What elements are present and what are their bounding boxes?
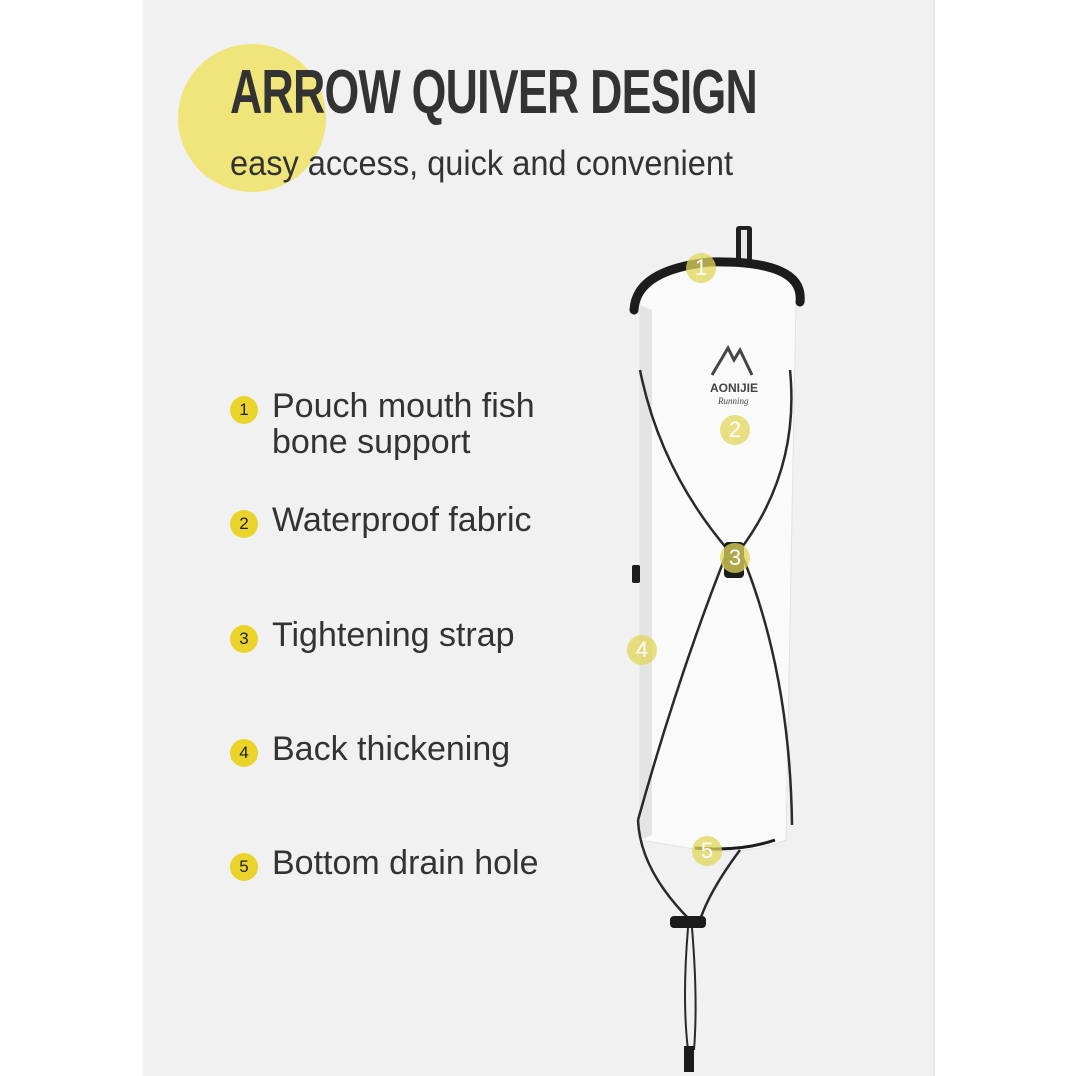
callout-marker: 2: [720, 415, 750, 445]
decorative-yellow-circle: [178, 44, 326, 192]
feature-item: 4 Back thickening: [230, 731, 510, 767]
callout-marker: 4: [627, 635, 657, 665]
number-badge: 2: [230, 510, 258, 538]
page-subtitle: easy access, quick and convenient: [230, 144, 734, 183]
feature-item: 3 Tightening strap: [230, 617, 515, 653]
callout-marker: 3: [720, 543, 750, 573]
feature-label: Back thickening: [272, 730, 511, 768]
feature-item: 5 Bottom drain hole: [230, 845, 539, 881]
feature-label: Tightening strap: [272, 616, 515, 654]
panel-edge: [933, 0, 935, 1076]
feature-label: Bottom drain hole: [272, 844, 539, 882]
number-badge: 5: [230, 853, 258, 881]
feature-item: 2 Waterproof fabric: [230, 502, 532, 538]
callout-marker: 1: [686, 253, 716, 283]
feature-label: Waterproof fabric: [272, 501, 532, 539]
callout-marker: 5: [692, 836, 722, 866]
page-title: ARROW QUIVER DESIGN: [230, 58, 758, 127]
feature-label: Pouch mouth fish bone support: [272, 387, 535, 461]
brand-logo-text: AONIJIE: [710, 381, 758, 395]
number-badge: 1: [230, 396, 258, 424]
quiver-product-image: AONIJIE Running 1 2 3 4 5: [600, 220, 820, 1076]
number-badge: 4: [230, 739, 258, 767]
feature-item: 1 Pouch mouth fish bone support: [230, 388, 535, 460]
svg-text:Running: Running: [717, 396, 749, 406]
number-badge: 3: [230, 625, 258, 653]
